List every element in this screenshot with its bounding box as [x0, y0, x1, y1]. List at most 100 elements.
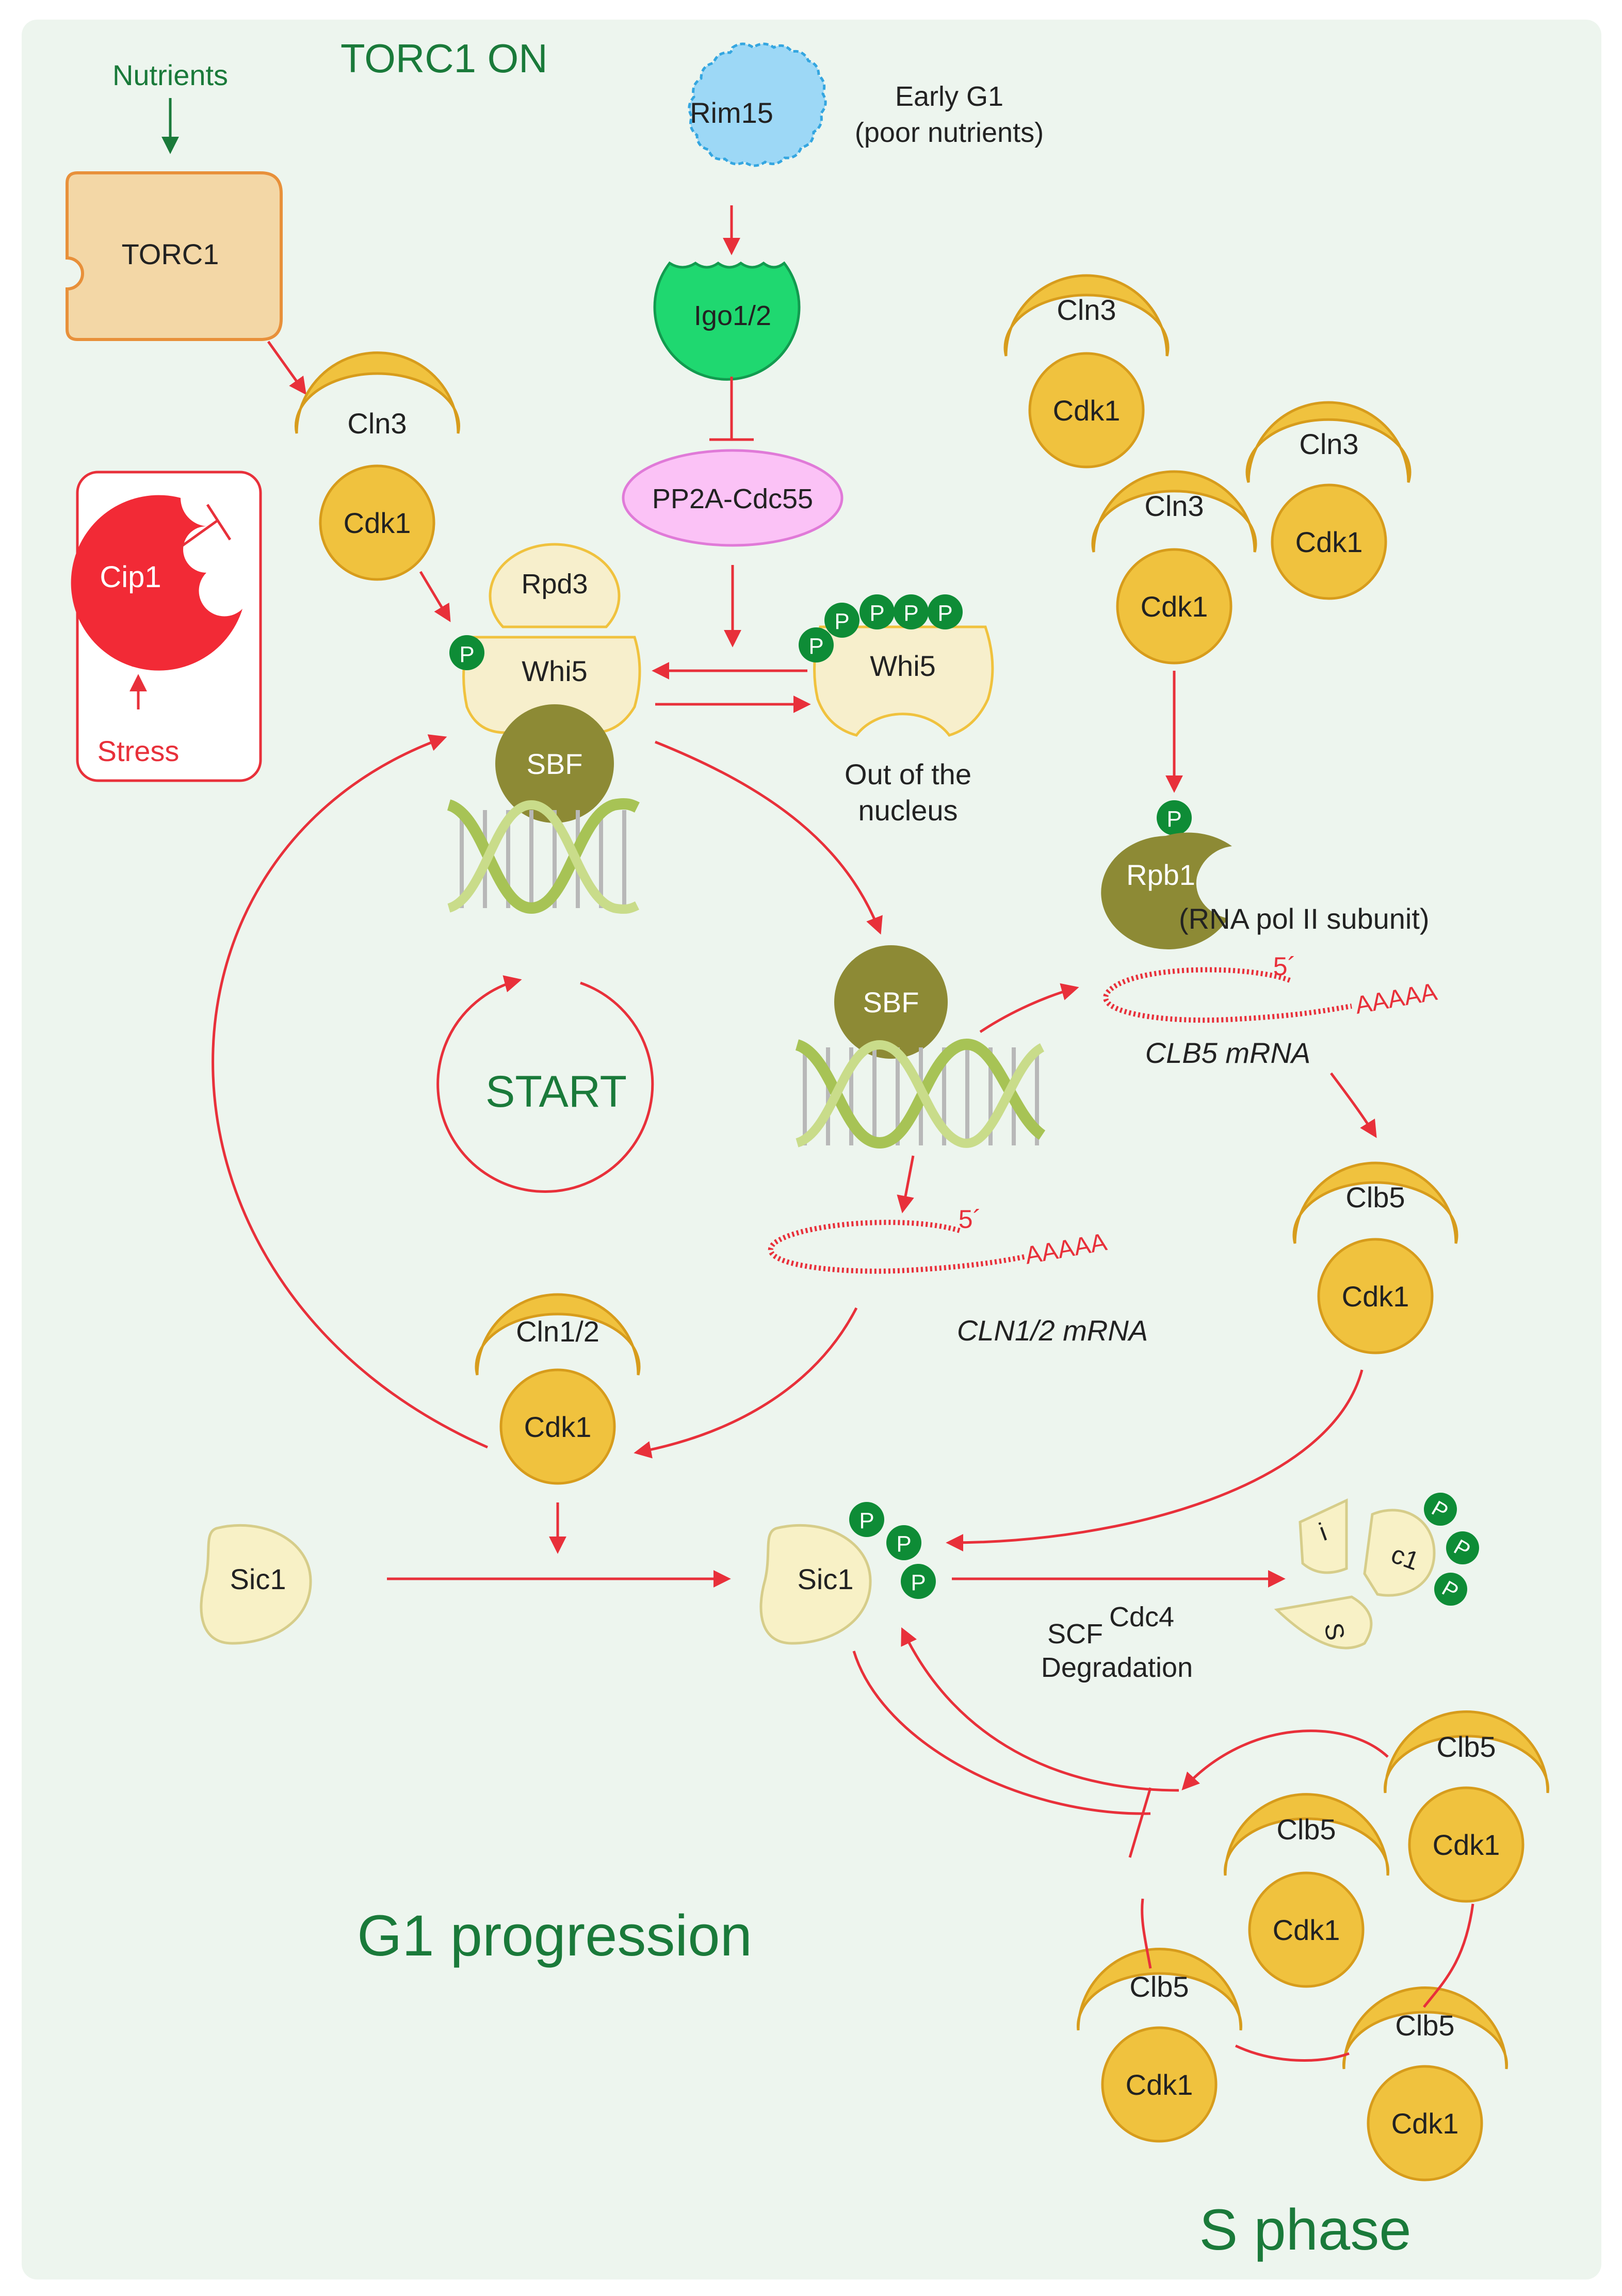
clb5-cdk1-complex-bottom-right: Clb5 Cdk1: [1342, 1986, 1508, 2181]
svg-text:Cln3: Cln3: [1299, 428, 1358, 460]
svg-text:Clb5: Clb5: [1436, 1731, 1496, 1763]
clb5-cdk1-complex-center: Clb5 Cdk1: [1224, 1793, 1389, 1988]
cip1-stress-box: Cip1 Stress: [71, 471, 262, 782]
svg-text:Cdk1: Cdk1: [1273, 1914, 1340, 1946]
svg-text:Cdk1: Cdk1: [1141, 590, 1208, 623]
svg-text:Cdk1: Cdk1: [1295, 526, 1363, 558]
clb5-label: Clb5: [1345, 1181, 1405, 1214]
clb5-cdk1-complex-top-right: Clb5 Cdk1: [1384, 1710, 1549, 1903]
cln12-label: Cln1/2: [516, 1315, 599, 1348]
pp2a-label: PP2A-Cdc55: [652, 483, 813, 514]
svg-text:Clb5: Clb5: [1395, 2009, 1454, 2042]
svg-text:Cdk1: Cdk1: [1433, 1829, 1500, 1861]
rpd3-label: Rpd3: [521, 569, 588, 600]
torc1-to-cln3-arrow: [267, 341, 306, 395]
svg-text:P: P: [911, 1570, 926, 1595]
cln3-cdk1-complex-top: Cln3 Cdk1: [1003, 274, 1170, 468]
svg-text:P: P: [834, 609, 849, 634]
whi5-label: Whi5: [522, 655, 588, 687]
sbf-complex-bound: SBF: [495, 704, 614, 823]
clb5-cluster-connector-2: [1235, 2044, 1350, 2062]
whi5-phospho-cluster: P P P P P: [799, 594, 963, 662]
sic1-protein-phosphorylated: Sic1 P P P: [759, 1502, 936, 1645]
early-g1-label-line1: Early G1: [895, 81, 1003, 112]
cdk1-to-whi5-arrow: [419, 571, 451, 622]
nutrients-label: Nutrients: [112, 59, 228, 91]
start-label: START: [485, 1067, 627, 1117]
out-of-nucleus-line2: nucleus: [858, 794, 958, 827]
whi5-protein-bound: Whi5: [462, 636, 641, 734]
g1-feedback-loop: [212, 734, 489, 1449]
rpb1-label: Rpb1: [1126, 859, 1195, 891]
g1-progression-title: G1 progression: [357, 1903, 752, 1968]
cln3-cdk1-complex-middle: Cln3 Cdk1: [1091, 470, 1257, 665]
start-cycle: START: [436, 975, 654, 1193]
cln3-cdk1-complex-left: Cln3 Cdk1: [295, 351, 460, 581]
torc1-on-title: TORC1 ON: [340, 36, 548, 81]
clb5-cluster-to-sic1-arrow: [1181, 1729, 1389, 1790]
cln12-cdk1-complex: Cln1/2 Cdk1: [475, 1293, 641, 1485]
stress-label: Stress: [98, 735, 180, 767]
sic1-label: Sic1: [230, 1563, 286, 1595]
svg-text:P: P: [859, 1508, 874, 1533]
s-phase-title: S phase: [1199, 2197, 1412, 2262]
sbf-activation-arrow: [655, 740, 883, 935]
clb5-mrna-label: CLB5 mRNA: [1145, 1037, 1311, 1069]
sbf-to-clb5-mrna-arrow: [979, 983, 1079, 1033]
sic1-degraded-fragments: i c1 S P P P: [1274, 1493, 1479, 1650]
sbf-complex-center: SBF: [834, 945, 948, 1059]
whi5-protein-free: Whi5: [813, 625, 994, 737]
cln3-label: Cln3: [347, 407, 407, 440]
whi5-free-label: Whi5: [870, 650, 936, 682]
torc1-complex: TORC1: [66, 171, 283, 341]
dna-helix-center: [794, 1039, 1046, 1149]
pp2a-cdc55-protein: PP2A-Cdc55: [622, 449, 844, 547]
rpb1-note: (RNA pol II subunit): [1179, 902, 1430, 935]
torc1-label: TORC1: [122, 238, 219, 270]
cln12-mrna-5prime: 5´: [959, 1205, 981, 1234]
sic1-protein-free: Sic1: [200, 1524, 312, 1645]
svg-text:Cdk1: Cdk1: [1391, 2107, 1459, 2140]
dna-helix-left: [446, 798, 640, 914]
degradation-label: Degradation: [1041, 1652, 1193, 1683]
rim15-protein: Rim15: [688, 42, 827, 167]
out-of-nucleus-line1: Out of the: [845, 758, 971, 790]
cdc4-label: Cdc4: [1109, 1602, 1174, 1632]
sbf-to-cln12-mrna-arrow: [897, 1155, 915, 1214]
scf-label: SCF: [1047, 1619, 1103, 1650]
svg-text:Cln3: Cln3: [1144, 490, 1204, 522]
igo12-protein: Igo1/2: [653, 261, 801, 381]
cln12-mrna-label: CLN1/2 mRNA: [957, 1314, 1148, 1347]
svg-text:Cdk1: Cdk1: [1126, 2068, 1193, 2101]
igo12-label: Igo1/2: [694, 300, 771, 331]
clb5-cluster-connector-1: [1423, 1903, 1474, 2008]
clb5-mrna-5prime: 5´: [1273, 952, 1296, 981]
background-panel: [22, 20, 1601, 2279]
clb5-mrna-to-clb5-arrow: [1329, 1072, 1377, 1138]
svg-text:P: P: [869, 601, 884, 626]
rim15-label: Rim15: [690, 96, 773, 129]
phospho-marker: P: [449, 635, 484, 670]
sic1-phospho-label: Sic1: [798, 1563, 854, 1595]
cln12-mrna-to-complex-arrow: [634, 1307, 858, 1459]
sbf-label: SBF: [527, 748, 583, 780]
svg-text:P: P: [896, 1531, 911, 1557]
sic1-inhibits-clb5: [852, 1651, 1151, 1815]
svg-text:Clb5: Clb5: [1276, 1813, 1336, 1846]
svg-text:Clb5: Clb5: [1129, 1970, 1189, 2003]
svg-text:Cdk1: Cdk1: [1053, 394, 1121, 427]
clb5-to-sic1-arrow: [946, 1369, 1364, 1551]
cip1-label: Cip1: [100, 560, 161, 594]
svg-text:P: P: [808, 634, 823, 659]
cln3-cdk1-complex-right: Cln3 Cdk1: [1245, 401, 1412, 600]
clb5-cdk1-complex-bottom-left: Clb5 Cdk1: [1077, 1948, 1242, 2143]
cdk1-label: Cdk1: [344, 507, 411, 539]
early-g1-label-line2: (poor nutrients): [855, 117, 1044, 148]
svg-text:Cln3: Cln3: [1057, 294, 1116, 326]
svg-text:P: P: [1166, 806, 1181, 832]
svg-text:P: P: [937, 601, 952, 626]
svg-text:P: P: [459, 642, 474, 667]
clb5-cdk1-complex-upper: Clb5 Cdk1: [1292, 1161, 1458, 1354]
sbf-center-label: SBF: [863, 986, 919, 1018]
